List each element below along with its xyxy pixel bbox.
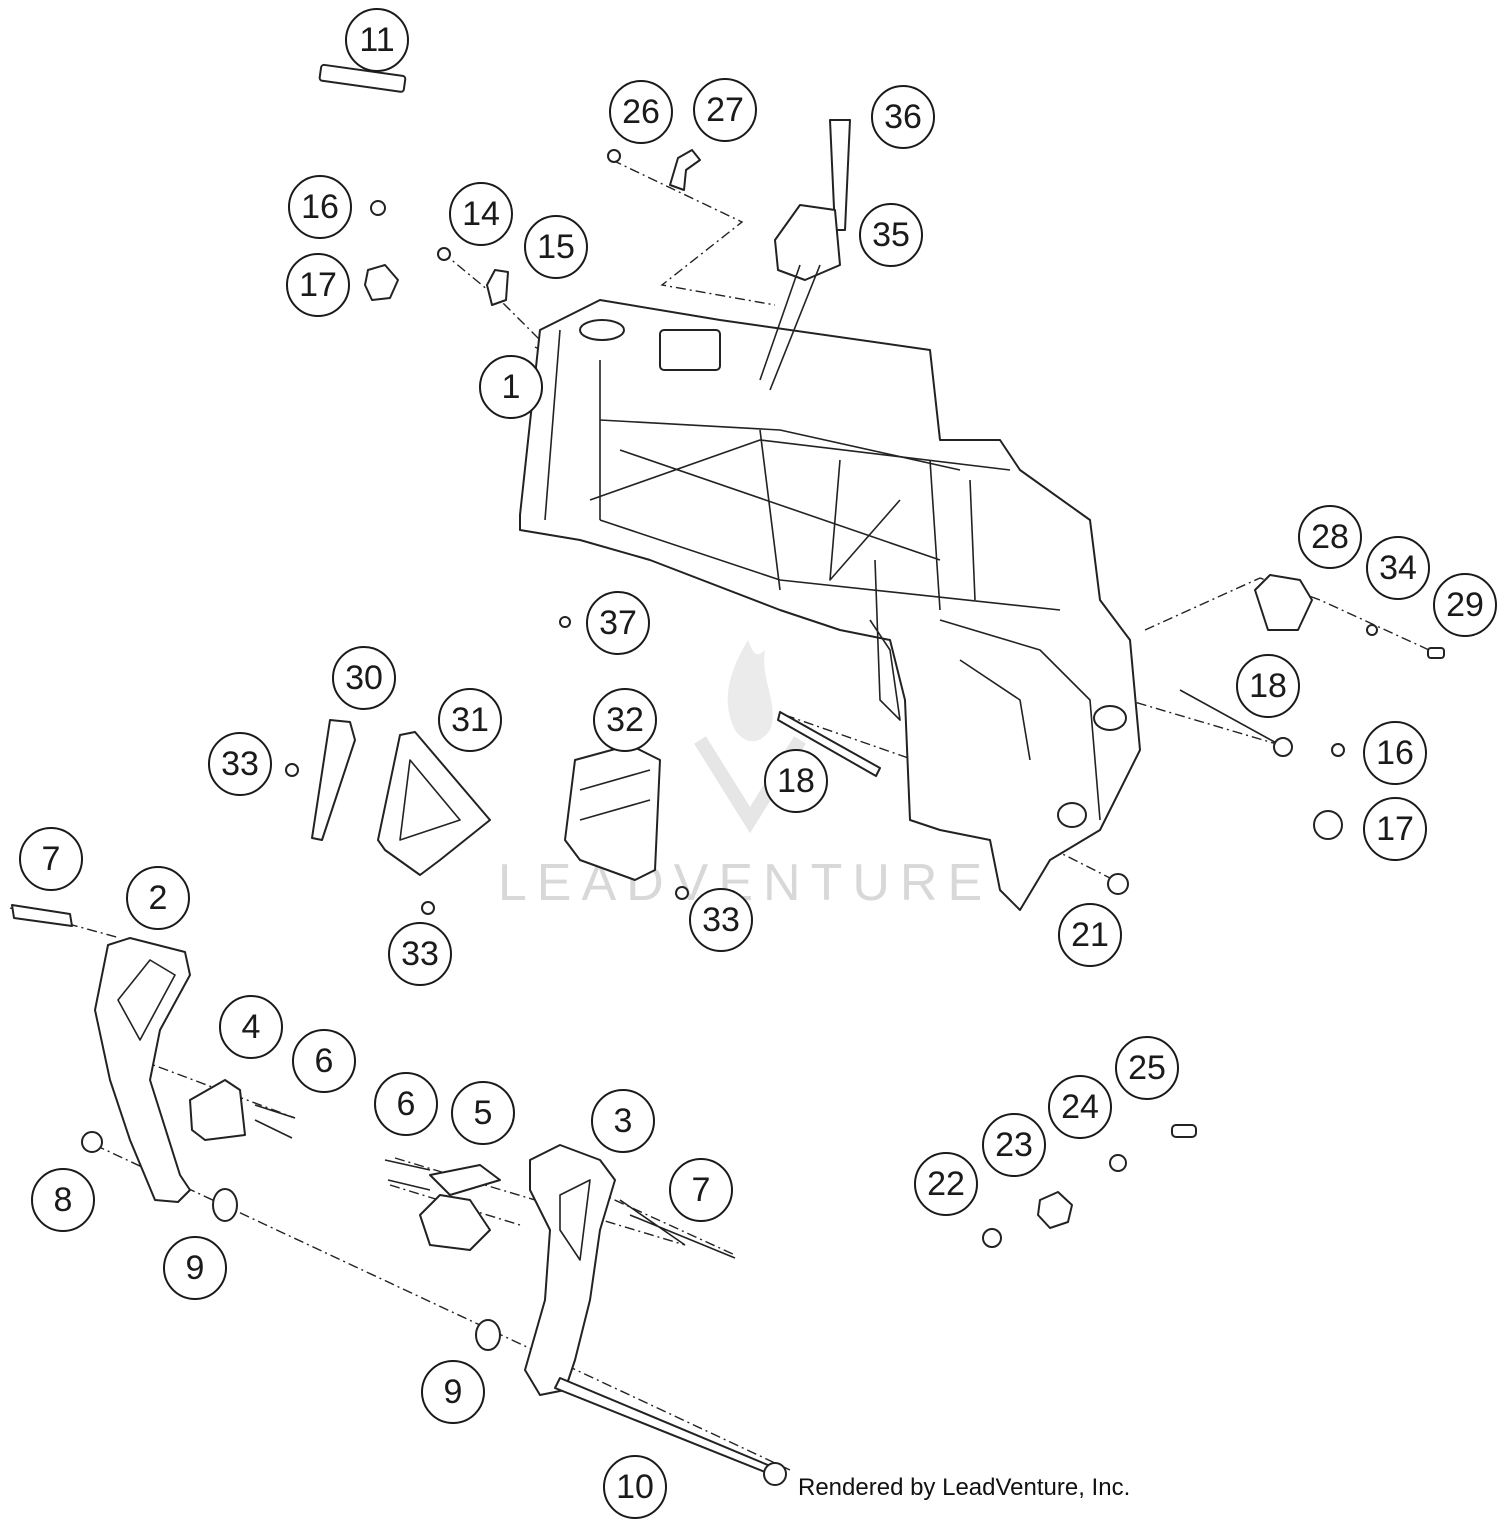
svg-text:9: 9 <box>444 1373 463 1411</box>
svg-text:7: 7 <box>692 1171 711 1209</box>
callout-8: 8 <box>31 1168 95 1232</box>
callout-22: 22 <box>914 1152 978 1216</box>
svg-text:5: 5 <box>474 1094 493 1132</box>
callout-15: 15 <box>524 215 588 279</box>
credit-text: Rendered by LeadVenture, Inc. <box>798 1474 1131 1501</box>
svg-text:33: 33 <box>401 935 439 973</box>
callout-24: 24 <box>1048 1075 1112 1139</box>
svg-text:6: 6 <box>397 1085 416 1123</box>
main-frame <box>519 299 1141 911</box>
callout-25: 25 <box>1115 1036 1179 1100</box>
covers <box>311 719 661 881</box>
callout-3: 3 <box>591 1089 655 1153</box>
svg-text:8: 8 <box>54 1181 73 1219</box>
svg-text:17: 17 <box>1376 810 1414 848</box>
svg-text:18: 18 <box>1249 667 1287 705</box>
hardware <box>285 63 1445 915</box>
svg-text:37: 37 <box>599 604 637 642</box>
svg-text:6: 6 <box>315 1042 334 1080</box>
svg-text:25: 25 <box>1128 1049 1166 1087</box>
svg-text:29: 29 <box>1446 586 1484 624</box>
callout-16: 16 <box>288 175 352 239</box>
callout-6: 6 <box>374 1072 438 1136</box>
svg-text:10: 10 <box>616 1468 654 1506</box>
callout-37: 37 <box>586 591 650 655</box>
svg-text:7: 7 <box>42 840 61 878</box>
svg-text:18: 18 <box>777 762 815 800</box>
svg-text:33: 33 <box>702 901 740 939</box>
svg-text:9: 9 <box>186 1249 205 1287</box>
svg-text:36: 36 <box>884 98 922 136</box>
svg-text:35: 35 <box>872 216 910 254</box>
callout-7: 7 <box>669 1158 733 1222</box>
callout-33: 33 <box>689 888 753 952</box>
svg-text:32: 32 <box>606 701 644 739</box>
callout-33: 33 <box>208 732 272 796</box>
left-engine-mount <box>11 904 296 1222</box>
callout-30: 30 <box>332 646 396 710</box>
svg-text:26: 26 <box>622 93 660 131</box>
callout-4: 4 <box>219 995 283 1059</box>
callout-34: 34 <box>1366 536 1430 600</box>
callout-17: 17 <box>1363 797 1427 861</box>
support-bracket <box>759 119 851 391</box>
callout-31: 31 <box>438 688 502 752</box>
callout-26: 26 <box>609 80 673 144</box>
svg-text:23: 23 <box>995 1126 1033 1164</box>
callout-18: 18 <box>1236 654 1300 718</box>
svg-text:21: 21 <box>1071 916 1109 954</box>
svg-text:31: 31 <box>451 701 489 739</box>
svg-text:16: 16 <box>301 188 339 226</box>
svg-text:14: 14 <box>462 195 500 233</box>
svg-text:15: 15 <box>537 228 575 266</box>
callout-21: 21 <box>1058 903 1122 967</box>
svg-text:24: 24 <box>1061 1088 1099 1126</box>
callout-9: 9 <box>163 1236 227 1300</box>
callout-14: 14 <box>449 182 513 246</box>
callout-9: 9 <box>421 1360 485 1424</box>
callout-6: 6 <box>292 1029 356 1093</box>
callout-23: 23 <box>982 1113 1046 1177</box>
svg-text:11: 11 <box>359 21 394 59</box>
svg-text:16: 16 <box>1376 734 1414 772</box>
svg-text:30: 30 <box>345 659 383 697</box>
callouts: 11 26 27 36 16 14 15 35 17 1 28 34 29 37… <box>19 8 1497 1519</box>
hardware-cluster <box>982 1124 1197 1248</box>
callout-17: 17 <box>286 253 350 317</box>
callout-11: 11 <box>345 8 409 72</box>
svg-text:28: 28 <box>1311 518 1349 556</box>
svg-text:17: 17 <box>299 266 337 304</box>
callout-36: 36 <box>871 85 935 149</box>
callout-16: 16 <box>1363 721 1427 785</box>
callout-29: 29 <box>1433 573 1497 637</box>
callout-32: 32 <box>593 688 657 752</box>
callout-18: 18 <box>764 749 828 813</box>
callout-7: 7 <box>19 827 83 891</box>
callout-33: 33 <box>388 922 452 986</box>
svg-text:2: 2 <box>149 879 168 917</box>
svg-text:27: 27 <box>706 91 744 129</box>
callout-27: 27 <box>693 78 757 142</box>
callout-2: 2 <box>126 866 190 930</box>
callout-28: 28 <box>1298 505 1362 569</box>
svg-text:1: 1 <box>502 368 521 406</box>
svg-text:34: 34 <box>1379 549 1417 587</box>
callout-35: 35 <box>859 203 923 267</box>
callout-10: 10 <box>603 1455 667 1519</box>
svg-text:4: 4 <box>242 1008 261 1046</box>
callout-5: 5 <box>451 1081 515 1145</box>
right-engine-mount <box>384 1144 787 1486</box>
callout-1: 1 <box>479 355 543 419</box>
svg-text:3: 3 <box>614 1102 633 1140</box>
svg-text:22: 22 <box>927 1165 965 1203</box>
svg-text:33: 33 <box>221 745 259 783</box>
